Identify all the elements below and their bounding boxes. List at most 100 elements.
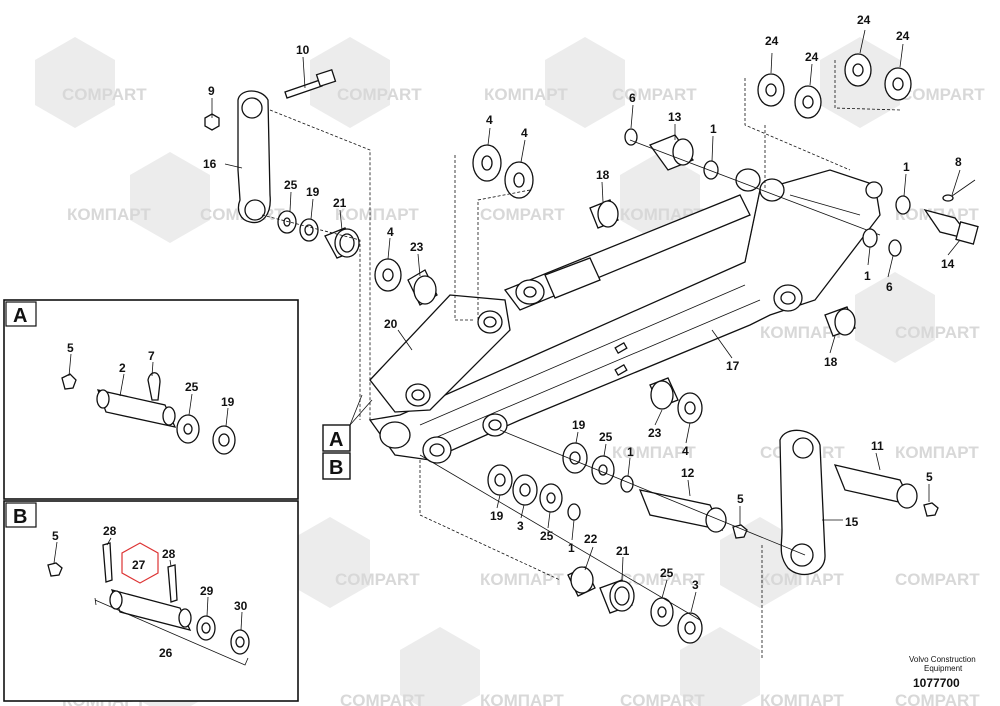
watermark-text: COMPART: [895, 323, 980, 342]
washer-19b-hole: [569, 451, 581, 465]
washer-24c-hole: [852, 63, 864, 77]
footer-block: Volvo Construction Equipment 1077700: [909, 655, 976, 690]
boom-foot-bore-inner: [429, 443, 445, 457]
label-3: 3: [517, 519, 524, 533]
washer-4d-hole: [684, 401, 696, 415]
ring-6b: [888, 239, 902, 257]
label-6: 6: [886, 280, 893, 294]
washer-4b-hole: [513, 172, 525, 188]
bushing-22-face: [570, 566, 594, 594]
detail-letter-b: B: [13, 506, 27, 528]
label-7: 7: [148, 349, 155, 363]
watermark-logo: COMPART: [855, 272, 980, 363]
label-20: 20: [384, 317, 398, 331]
boom-assembly: [368, 168, 883, 464]
washer-3b-hole: [684, 621, 696, 635]
label-23: 23: [648, 426, 662, 440]
boom-top-bore: [759, 178, 785, 202]
ring-1c: [862, 228, 878, 248]
washer-24a-hole: [765, 83, 777, 97]
label-29: 29: [200, 584, 214, 598]
washer-30-hole: [235, 636, 245, 648]
callout-b: B: [329, 457, 343, 479]
watermark-text: COMPART: [62, 85, 147, 104]
grease-nipple: [614, 342, 628, 354]
label-19: 19: [221, 395, 235, 409]
label-18: 18: [824, 355, 838, 369]
label-24: 24: [765, 34, 779, 48]
watermark-logo: КОМПАРТ: [720, 517, 844, 608]
label-4: 4: [486, 113, 493, 127]
watermark-logo: КОМПАРТ: [484, 37, 625, 128]
cylinder-eye-bore: [523, 286, 537, 298]
watermark-text: COMPART: [895, 570, 980, 589]
label-28: 28: [162, 547, 176, 561]
watermark-text: КОМПАРТ: [480, 691, 564, 706]
boom-mid-bore-inner: [488, 419, 502, 431]
watermark-text: COMPART: [340, 691, 425, 706]
pin-13-face: [672, 138, 694, 166]
label-2: 2: [119, 361, 126, 375]
link-15-top-bore: [792, 437, 814, 459]
label-22: 22: [584, 532, 598, 546]
washer-4c-hole: [382, 268, 394, 282]
detail-box-a: A: [3, 299, 299, 500]
fitting-5b: [732, 524, 748, 539]
washer-25b-hole: [598, 464, 608, 476]
pin-11-face: [896, 483, 918, 509]
label-5: 5: [52, 529, 59, 543]
bushing-18b-face: [834, 308, 856, 336]
bushing-21b-bore: [614, 586, 630, 606]
label-10: 10: [296, 43, 310, 57]
label-25: 25: [540, 529, 554, 543]
label-25: 25: [599, 430, 613, 444]
boom-tip-bore: [865, 181, 883, 199]
callout-group: A B: [322, 394, 373, 480]
label-19: 19: [306, 185, 320, 199]
lower-right-group: [638, 429, 939, 660]
boom-foot-left: [379, 421, 411, 449]
label-1: 1: [710, 122, 717, 136]
leader-lines: [53, 29, 961, 631]
pin-7: [147, 372, 161, 401]
upper-mid-group: [374, 144, 619, 321]
label-13: 13: [668, 110, 682, 124]
pin-14-head: [955, 221, 979, 245]
watermark-text: КОМПАРТ: [760, 570, 844, 589]
watermark-logo: COMPART: [290, 517, 420, 608]
watermark-text: КОМПАРТ: [760, 323, 844, 342]
callout-a-box: [322, 424, 351, 452]
watermark-logo: COMPART: [35, 37, 147, 128]
label-15: 15: [845, 515, 859, 529]
label-21: 21: [616, 544, 630, 558]
label-24: 24: [805, 50, 819, 64]
label-1: 1: [568, 541, 575, 555]
watermark-text: КОМПАРТ: [760, 691, 844, 706]
fitting-5c: [61, 373, 77, 390]
pin-12-face: [705, 507, 727, 533]
label-24: 24: [896, 29, 910, 43]
fitting-5a: [923, 502, 939, 517]
link-16-bottom-bore: [244, 199, 266, 221]
watermark-text: COMPART: [620, 691, 705, 706]
label-25: 25: [660, 566, 674, 580]
link-16: [237, 90, 271, 224]
label-11: 11: [871, 439, 884, 453]
label-4: 4: [682, 444, 689, 458]
watermark-text: COMPART: [612, 85, 697, 104]
watermark-text: КОМПАРТ: [895, 443, 979, 462]
pin-2-end-b: [162, 406, 176, 426]
ring-1d: [620, 475, 634, 493]
washer-19c-hole: [494, 473, 506, 487]
label-1: 1: [903, 160, 910, 174]
washer-24d-hole: [892, 77, 904, 91]
watermark-logo: COMPART: [310, 37, 422, 128]
label-27: 27: [132, 558, 146, 572]
fitting-5d: [47, 562, 63, 577]
washer-29-hole: [201, 622, 211, 634]
label-5: 5: [737, 492, 744, 506]
link-15-bottom-bore: [790, 543, 814, 567]
watermark-text: COMPART: [895, 691, 980, 706]
watermark-text: КОМПАРТ: [335, 205, 419, 224]
watermark-text: КОМПАРТ: [484, 85, 568, 104]
